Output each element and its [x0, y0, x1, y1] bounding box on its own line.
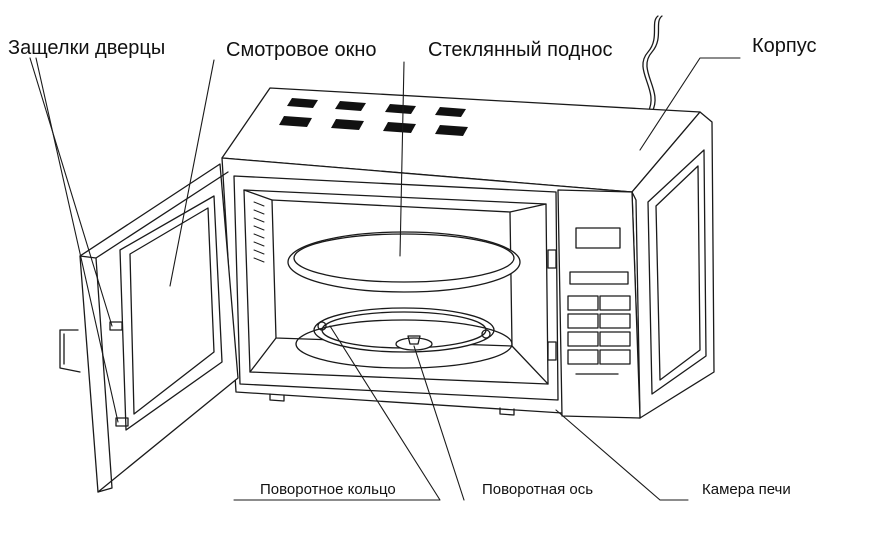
label-glass-tray: Стеклянный поднос — [428, 39, 613, 61]
power-cord — [642, 15, 659, 113]
control-panel — [557, 189, 641, 419]
top-vents — [279, 98, 468, 136]
glass-tray — [287, 231, 521, 293]
housing-side — [631, 111, 715, 419]
door — [79, 163, 239, 493]
cavity-grille — [253, 201, 265, 263]
door-latch-top — [109, 321, 123, 331]
feet — [269, 393, 515, 416]
label-housing: Корпус — [752, 35, 817, 57]
door-latch-bottom — [115, 417, 129, 427]
leader-lines — [29, 57, 741, 501]
panel-buttons — [567, 295, 631, 365]
label-oven-cavity: Камера печи — [702, 481, 791, 498]
label-viewing-window: Смотровое окно — [226, 39, 377, 61]
label-roller-ring: Поворотное кольцо — [260, 481, 396, 498]
label-door-latches: Защелки дверцы — [8, 37, 166, 59]
viewing-window — [119, 195, 223, 431]
display — [575, 227, 621, 249]
label-turntable-shaft: Поворотная ось — [482, 481, 594, 498]
side-panel — [647, 149, 707, 395]
dial-strip — [569, 271, 629, 285]
door-handle — [59, 329, 81, 373]
